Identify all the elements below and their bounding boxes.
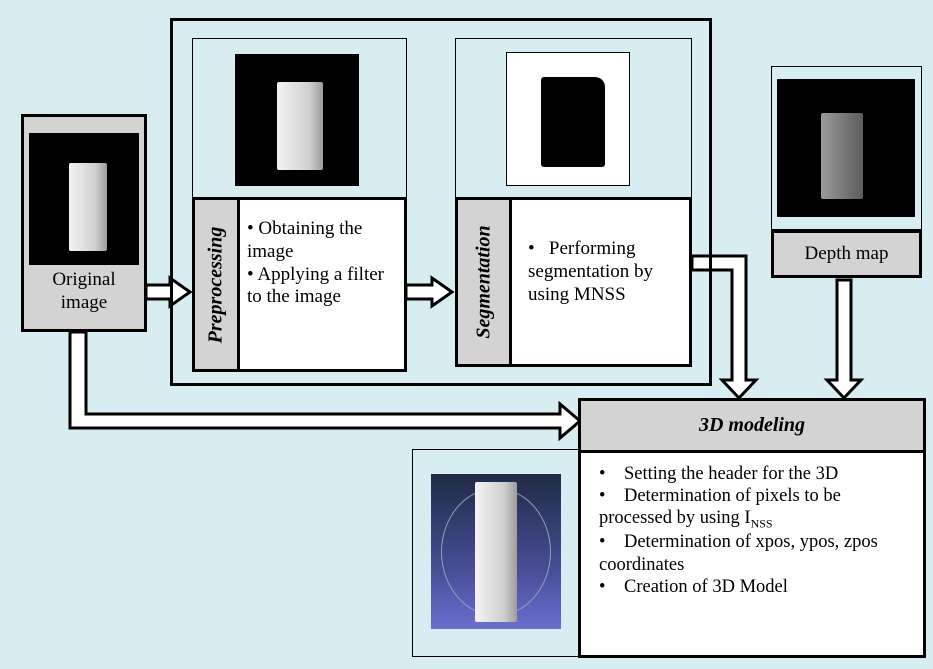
modeling-item: • Determination of pixels to be processe… [599, 486, 841, 532]
package-image [277, 82, 323, 170]
package-model [475, 482, 517, 622]
modeling-title-bar: 3D modeling [581, 401, 923, 453]
arrow-original-to-modeling [68, 330, 583, 442]
depth-map-photo [777, 79, 915, 217]
segmentation-title: Segmentation [472, 225, 494, 339]
modeling-item: • Setting the header for the 3D [599, 464, 839, 484]
original-photo [29, 133, 139, 265]
arrow-depth-to-modeling [823, 278, 865, 401]
original-image-label: Original image [52, 269, 116, 313]
modeling-list: • Setting the header for the 3D • Determ… [599, 463, 917, 598]
modeling-block: 3D modeling • Setting the header for the… [578, 398, 926, 658]
segmentation-title-strip: Segmentation [458, 200, 512, 364]
preprocessing-item: • Applying a filter to the image [247, 263, 384, 308]
depth-map-image-frame [771, 66, 922, 230]
package-image [69, 163, 107, 251]
modeling-item: • Determination of xpos, ypos, zpos coor… [599, 532, 878, 575]
depth-silhouette [821, 113, 863, 199]
preprocessing-block: Preprocessing • Obtaining the image • Ap… [192, 197, 407, 372]
arrow-segmentation-to-modeling [690, 254, 760, 401]
preprocessing-photo [235, 54, 359, 186]
preprocessing-list: • Obtaining the image • Applying a filte… [247, 218, 397, 309]
processing-group-frame [170, 18, 712, 386]
segmentation-block: Segmentation • Performing segmentation b… [455, 197, 692, 367]
preprocessing-item: • Obtaining the image [247, 218, 363, 262]
preprocessing-title: Preprocessing [204, 226, 227, 343]
modeling-item: • Creation of 3D Model [599, 576, 788, 597]
depth-map-block: Depth map [771, 230, 922, 278]
preprocessing-title-strip: Preprocessing [195, 200, 240, 369]
segmentation-mask [506, 52, 630, 186]
arrow-preprocessing-to-segmentation [404, 275, 455, 309]
segmentation-item: • Performing segmentation by using MNSS [528, 238, 654, 305]
preprocessing-image-frame [192, 38, 407, 198]
depth-map-label: Depth map [804, 243, 889, 264]
segmentation-image-frame [455, 38, 692, 198]
model-render [431, 474, 561, 629]
original-image-block: Original image [21, 114, 147, 332]
modeling-title: 3D modeling [698, 414, 806, 436]
model-render-frame [412, 449, 584, 657]
segmentation-silhouette [541, 77, 605, 167]
segmentation-list: • Performing segmentation by using MNSS [528, 238, 684, 306]
